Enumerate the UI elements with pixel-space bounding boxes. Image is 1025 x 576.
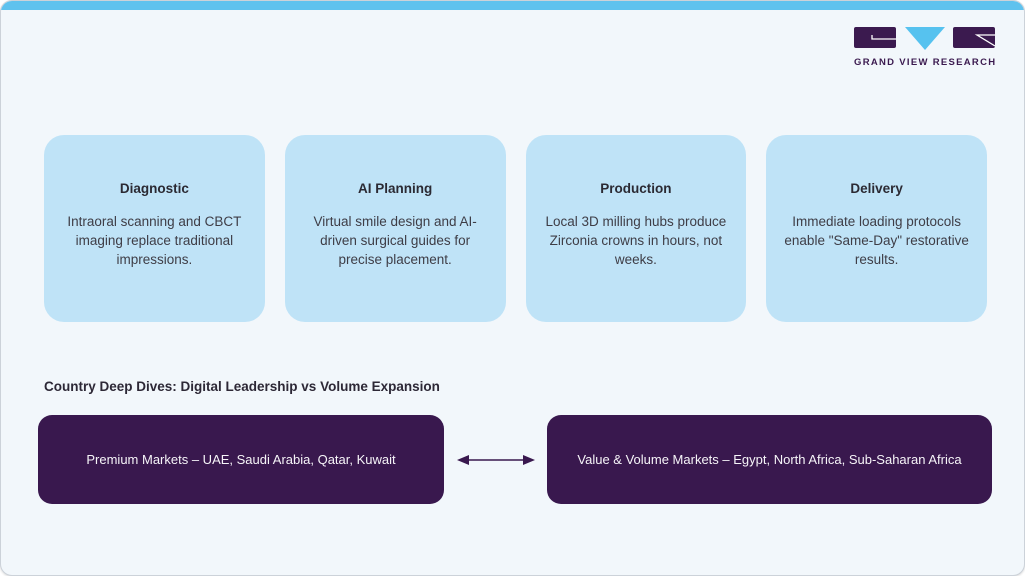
value-volume-markets-box: Value & Volume Markets – Egypt, North Af… <box>547 415 992 504</box>
value-volume-markets-label: Value & Volume Markets – Egypt, North Af… <box>577 452 962 467</box>
logo-v-icon <box>904 27 946 50</box>
card-ai-planning: AI Planning Virtual smile design and AI-… <box>284 135 506 322</box>
premium-markets-box: Premium Markets – UAE, Saudi Arabia, Qat… <box>38 415 444 504</box>
grand-view-research-logo: GRAND VIEW RESEARCH <box>854 27 995 68</box>
logo-g-icon <box>854 27 896 48</box>
card-body: Immediate loading protocols enable "Same… <box>784 214 969 267</box>
card-title: Diagnostic <box>119 181 189 196</box>
card-delivery: Delivery Immediate loading protocols ena… <box>766 135 987 322</box>
card-production: Production Local 3D milling hubs produce… <box>525 135 747 322</box>
premium-markets-label: Premium Markets – UAE, Saudi Arabia, Qat… <box>86 452 396 467</box>
arrow-cell <box>444 415 547 504</box>
workflow-cards-row: Diagnostic Intraoral scanning and CBCT i… <box>44 135 987 322</box>
card-title: AI Planning <box>358 181 433 196</box>
card-diagnostic: Diagnostic Intraoral scanning and CBCT i… <box>44 135 265 322</box>
logo-marks <box>854 27 995 50</box>
top-accent-bar <box>1 1 1024 10</box>
double-arrow-icon <box>456 454 535 465</box>
logo-r-icon <box>953 27 995 48</box>
card-body: Virtual smile design and AI-driven surgi… <box>313 214 477 267</box>
logo-wordmark: GRAND VIEW RESEARCH <box>854 57 997 68</box>
card-body: Local 3D milling hubs produce Zirconia c… <box>545 214 727 267</box>
card-title: Production <box>600 181 672 196</box>
section-heading: Country Deep Dives: Digital Leadership v… <box>44 379 440 394</box>
market-comparison-row: Premium Markets – UAE, Saudi Arabia, Qat… <box>38 415 992 504</box>
card-title: Delivery <box>850 181 903 196</box>
card-body: Intraoral scanning and CBCT imaging repl… <box>67 214 242 267</box>
